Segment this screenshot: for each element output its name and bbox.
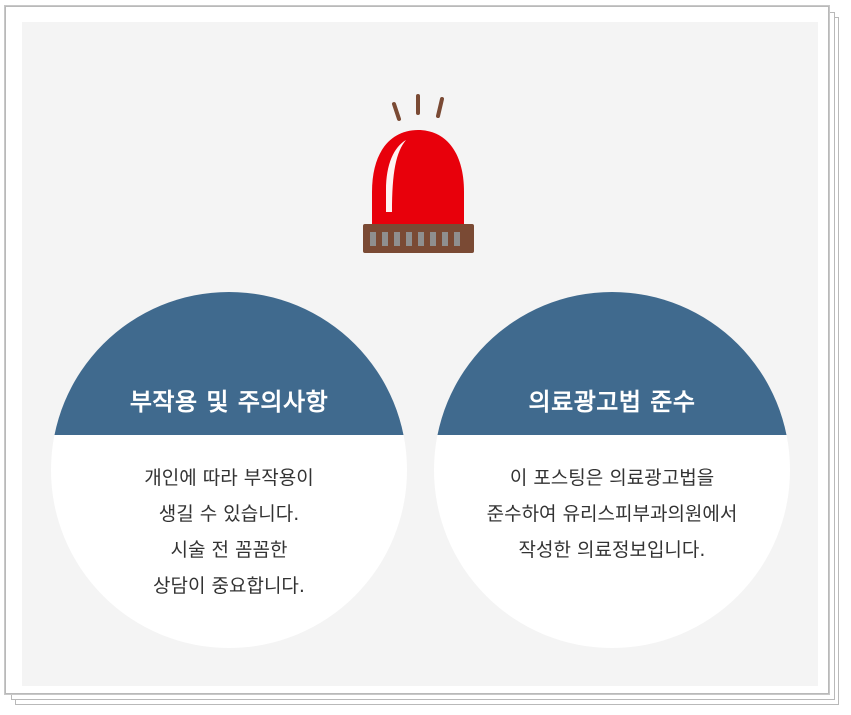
- card-line: 시술 전 꼼꼼한: [170, 539, 288, 561]
- card-line: 이 포스팅은 의료광고법을: [509, 467, 715, 489]
- card-header: 의료광고법 준수: [434, 292, 790, 435]
- card-header: 부작용 및 주의사항: [51, 292, 407, 435]
- card-line: 생길 수 있습니다.: [158, 503, 300, 525]
- card-text: 개인에 따라 부작용이 생길 수 있습니다. 시술 전 꼼꼼한 상담이 중요합니…: [51, 460, 407, 604]
- card-line: 상담이 중요합니다.: [153, 575, 305, 597]
- medical-ad-law-card: 의료광고법 준수 이 포스팅은 의료광고법을 준수하여 유리스피부과의원에서 작…: [434, 292, 790, 648]
- side-effects-card: 부작용 및 주의사항 개인에 따라 부작용이 생길 수 있습니다. 시술 전 꼼…: [51, 292, 407, 648]
- siren-icon: [363, 94, 474, 253]
- card-line: 개인에 따라 부작용이: [144, 467, 314, 489]
- card-line: 작성한 의료정보입니다.: [518, 539, 706, 561]
- card-title: 의료광고법 준수: [528, 388, 696, 416]
- card-line: 준수하여 유리스피부과의원에서: [486, 503, 738, 525]
- card-text: 이 포스팅은 의료광고법을 준수하여 유리스피부과의원에서 작성한 의료정보입니…: [434, 460, 790, 568]
- card-title: 부작용 및 주의사항: [129, 388, 329, 416]
